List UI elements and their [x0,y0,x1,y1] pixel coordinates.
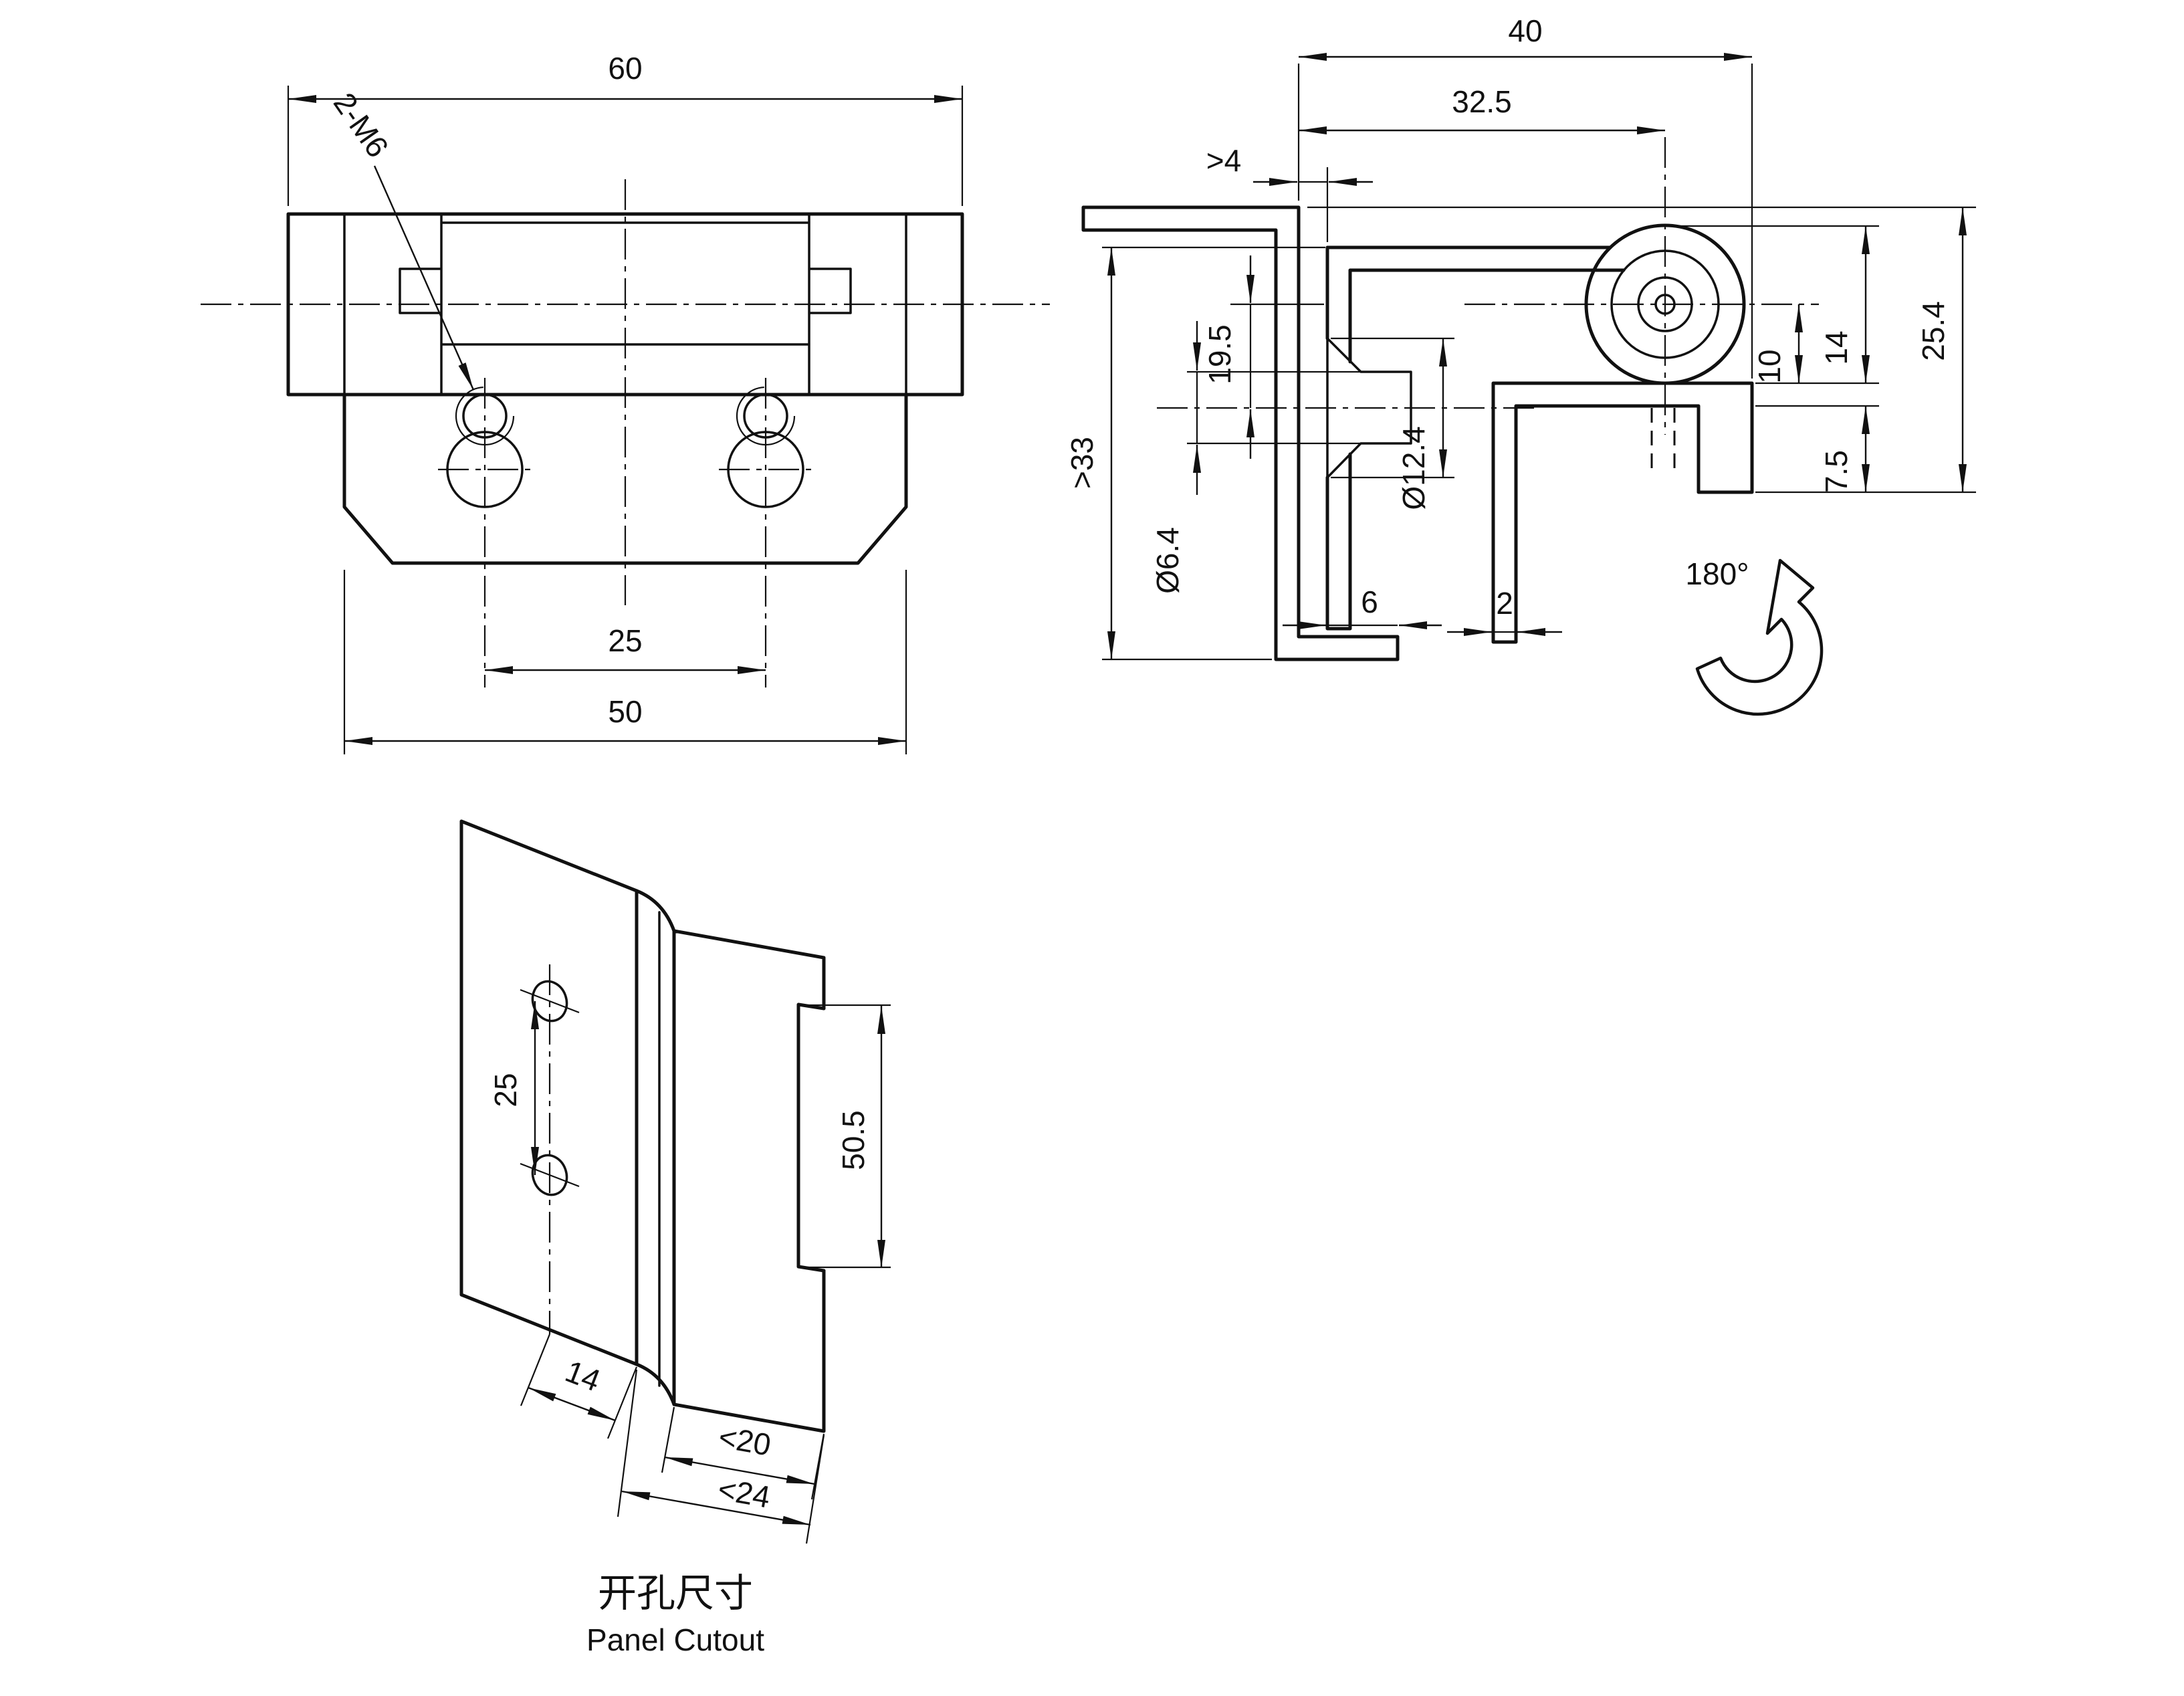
mounting-leaf-outline [1325,245,1626,631]
cutout-hole-bottom [531,1154,568,1196]
door-panel-outline [1081,205,1400,661]
dimension-line-edge-offset [528,1386,616,1422]
side-centerlines [1157,137,1819,435]
thread-leader-line [373,165,475,391]
dim-cutout-max20: <20 [716,1419,774,1463]
cutout-notch [796,1002,826,1273]
dim-leaf-thickness: 2 [1496,586,1513,621]
cutout-fold-curves [635,889,676,1406]
dim-cutout-hole-spacing: 25 [488,1073,523,1107]
dimension-line-max20 [664,1456,815,1485]
dim-foot-height: 7.5 [1819,450,1854,493]
caption-english: Panel Cutout [586,1622,764,1657]
cutout-hole-cross-ticks [520,988,580,1188]
frame-leaf-outline [1491,381,1754,644]
dim-hole-spacing: 25 [608,623,642,658]
front-view: 60 2-M6 25 50 [201,51,1050,754]
front-extension-lines [287,86,964,754]
dim-depth: 40 [1508,13,1542,48]
dimension-line-max24 [621,1490,811,1526]
dim-pivot-height: 10 [1752,349,1787,383]
caption-chinese: 开孔尺寸 [598,1572,753,1615]
dim-pivot-offset: 32.5 [1452,84,1512,119]
front-centerlines [201,179,1050,687]
cutout-flange [672,929,826,1433]
dim-min-clearance: >33 [1065,437,1099,489]
panel-cutout-view: 25 50.5 14 <20 <24 开孔尺寸 Panel Cutout [459,819,891,1657]
dim-knuckle-dia: 14 [1819,330,1854,364]
hidden-hole-lines [1650,408,1676,468]
rotation-arrow-icon [1695,558,1824,716]
thread-callout: 2-M6 [327,86,396,164]
dim-hole-offset: 19.5 [1202,324,1237,385]
dim-cutout-edge-offset: 14 [561,1354,605,1398]
hinge-body-outline [286,212,964,397]
dim-countersink-dia: Ø12.4 [1396,426,1431,510]
side-view: 40 32.5 >4 19.5 >33 Ø6.4 Ø12.4 10 14 25.… [1065,13,1976,716]
dim-lip-length: 6 [1361,585,1378,619]
dim-overall-height: 25.4 [1916,301,1951,361]
dim-opening-angle: 180° [1685,556,1749,591]
cutout-extension-lines [520,1004,891,1544]
dim-hole-dia: Ø6.4 [1150,527,1185,594]
dim-min-edge-gap: >4 [1206,143,1241,178]
dim-cutout-max24: <24 [716,1471,773,1515]
dim-plate-width: 50 [608,694,642,729]
dim-cutout-length: 50.5 [836,1110,871,1170]
dim-overall-width: 60 [608,51,642,86]
